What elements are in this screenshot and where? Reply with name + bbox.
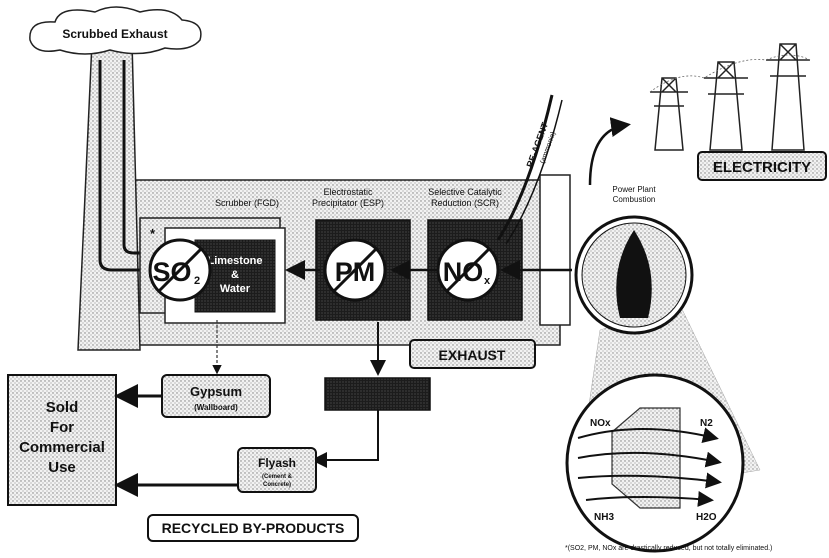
asterisk-mark: * [150,226,156,241]
flow-arrows [212,117,631,468]
flame-icon [616,230,652,318]
recycled-label: RECYCLED BY-PRODUCTS [162,520,345,536]
exhaust-box: EXHAUST [409,339,536,369]
scrubber-title: Scrubber (FGD) [215,198,279,208]
catalyst-block [611,407,681,509]
sold-label-4: Use [48,459,76,476]
wallboard-label: (Wallboard) [194,403,238,412]
so2-label: SO [152,257,191,287]
transmission-towers [649,43,811,151]
tower-icon [766,43,810,151]
esp-waste-box [324,377,431,411]
scrubber-unit: Scrubber (FGD) Limestone & Water * SO 2 [139,198,286,324]
pm-strike [332,247,378,293]
flyash-label: Flyash [258,456,296,470]
so2-strike [157,247,203,293]
gypsum-box: Gypsum (Wallboard) [161,374,271,418]
flyash-sub-1: (Cement & [262,474,293,480]
tower-icon [704,61,748,151]
footnote: *(SO2, PM, NOx are drastically reduced, … [565,545,772,552]
nox-strike [445,247,491,293]
flyash-box: Flyash (Cement & Concrete) [237,447,317,493]
scr-unit: Selective Catalytic Reduction (SCR) NO x [427,187,523,321]
catalyst-magnifier: NOx NH3 N2 H2O [565,373,745,553]
esp-title-1: Electrostatic [323,187,373,197]
esp-title-2: Precipitator (ESP) [312,198,384,208]
scr-title-2: Reduction (SCR) [431,198,499,208]
limestone-label-2: & [231,269,239,281]
so2-subscript: 2 [194,275,200,287]
sold-box: Sold For Commercial Use [7,374,117,506]
gypsum-label: Gypsum [190,384,242,399]
catalyst-h2o-out: H2O [696,512,717,523]
smokestack [77,41,141,351]
nox-subscript: x [484,275,491,287]
catalyst-nh3-in: NH3 [594,512,614,523]
power-plant-label-1: Power Plant [612,185,656,194]
electricity-box: ELECTRICITY [697,151,827,181]
limestone-label-1: Limestone [207,255,262,267]
exhaust-label: EXHAUST [439,347,506,363]
power-plant-label-2: Combustion [613,195,656,204]
catalyst-nox-in: NOx [590,418,611,429]
tower-icon [650,77,688,151]
recycled-box: RECYCLED BY-PRODUCTS [147,514,359,542]
byproduct-arrows [114,384,238,497]
catalyst-n2-out: N2 [700,418,713,429]
flyash-sub-2: Concrete) [263,482,291,488]
sold-label-1: Sold [46,399,79,416]
electricity-label: ELECTRICITY [713,159,811,176]
sold-label-2: For [50,419,74,436]
sold-label-3: Commercial [19,439,105,456]
scrubbed-exhaust-label: Scrubbed Exhaust [62,27,167,41]
scr-title-1: Selective Catalytic [428,187,502,197]
scrubbed-exhaust-cloud: Scrubbed Exhaust [29,6,202,55]
limestone-label-3: Water [220,283,251,295]
